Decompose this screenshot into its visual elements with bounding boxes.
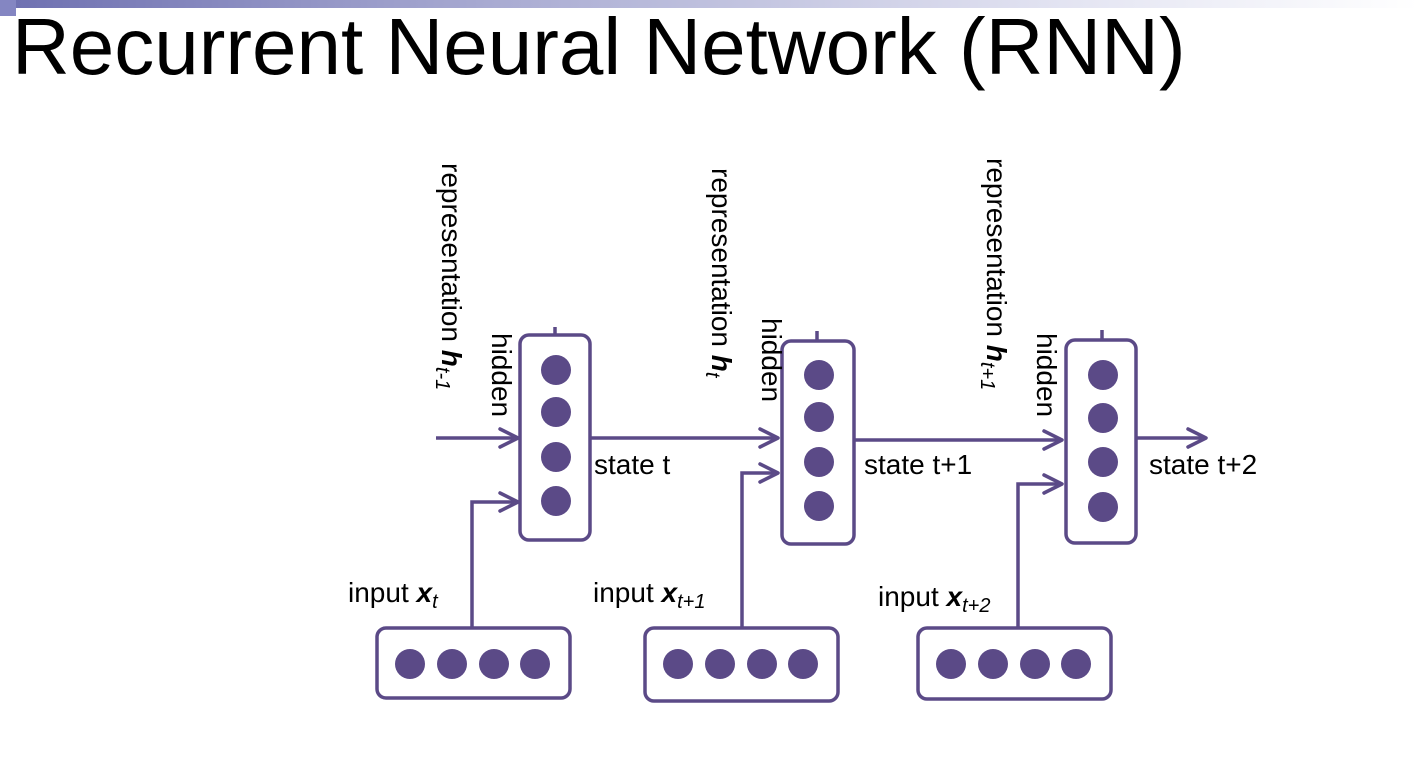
- input-subscript: t+1: [677, 591, 705, 613]
- input-connector-1: [470, 500, 514, 628]
- hidden-neuron: [1088, 403, 1118, 433]
- input-neuron: [788, 649, 818, 679]
- hidden-representation-label-2: hidden representation ht: [701, 168, 787, 410]
- representation-word: representation: [706, 168, 737, 355]
- input-symbol: x: [660, 577, 679, 608]
- hidden-layer-box-2: [780, 339, 856, 546]
- slide-title: Recurrent Neural Network (RNN): [12, 2, 1186, 91]
- input-neuron: [1061, 649, 1091, 679]
- input-neuron: [1020, 649, 1050, 679]
- representation-word: representation: [436, 163, 467, 350]
- input-subscript: t+2: [962, 595, 990, 617]
- hidden-word: hidden: [756, 318, 787, 402]
- input-neuron: [395, 649, 425, 679]
- input-subscript: t: [432, 591, 439, 613]
- hidden-representation-label-1: hidden representation ht-1: [431, 163, 517, 425]
- input-connector-3: [1016, 482, 1058, 628]
- input-neuron: [747, 649, 777, 679]
- input-neuron: [705, 649, 735, 679]
- input-label-2: input xt+1: [593, 577, 705, 613]
- hidden-word: hidden: [1031, 333, 1062, 417]
- recurrent-arrowhead-2-3: [1042, 429, 1064, 451]
- hidden-neuron: [541, 397, 571, 427]
- hidden-subscript: t: [701, 372, 723, 379]
- hidden-symbol: h: [436, 350, 467, 367]
- state-label-3: state t+2: [1149, 449, 1257, 480]
- input-connector-2: [740, 471, 774, 628]
- hidden-word: hidden: [486, 333, 517, 417]
- input-connector-arrowhead-1: [498, 491, 520, 513]
- title-accent-bar: [0, 0, 1418, 8]
- input-neuron: [437, 649, 467, 679]
- hidden-symbol: h: [981, 345, 1012, 362]
- timestep-2: hidden representation ht state t+1 input…: [593, 168, 972, 703]
- input-layer-box-3: [916, 626, 1113, 701]
- hidden-neuron: [541, 355, 571, 385]
- input-label-3: input xt+2: [878, 581, 990, 617]
- hidden-neuron: [804, 491, 834, 521]
- input-neuron: [936, 649, 966, 679]
- input-neuron: [663, 649, 693, 679]
- hidden-symbol: h: [706, 355, 737, 372]
- recurrent-arrowhead-1-2: [758, 427, 780, 449]
- title-accent-square: [0, 0, 16, 16]
- hidden-subscript: t-1: [431, 367, 453, 390]
- input-connector-arrowhead-2: [758, 462, 780, 484]
- input-neuron: [978, 649, 1008, 679]
- input-layer-box-1: [375, 626, 572, 700]
- hidden-neuron: [804, 360, 834, 390]
- hidden-representation-label-3: hidden representation ht+1: [976, 158, 1062, 425]
- output-arrowhead: [1186, 427, 1208, 449]
- input-label-1: input xt: [348, 577, 439, 613]
- hidden-input-arrowhead-1: [498, 427, 520, 449]
- representation-word: representation: [981, 158, 1012, 345]
- input-word: input: [593, 577, 662, 608]
- hidden-subscript: t+1: [976, 362, 998, 390]
- hidden-neuron: [541, 442, 571, 472]
- hidden-neuron: [804, 402, 834, 432]
- hidden-neuron: [1088, 492, 1118, 522]
- state-label-2: state t+1: [864, 449, 972, 480]
- input-connector-arrowhead-3: [1042, 473, 1064, 495]
- timestep-1: hidden representation ht-1 state t input…: [348, 163, 670, 700]
- state-label-1: state t: [594, 449, 670, 480]
- hidden-layer-box-3: [1064, 338, 1138, 545]
- input-neuron: [479, 649, 509, 679]
- hidden-neuron: [1088, 360, 1118, 390]
- input-layer-box-2: [643, 626, 840, 703]
- hidden-neuron: [1088, 447, 1118, 477]
- hidden-neuron: [541, 486, 571, 516]
- hidden-neuron: [804, 447, 834, 477]
- timestep-3: hidden representation ht+1 state t+2 inp…: [878, 158, 1257, 701]
- input-neuron: [520, 649, 550, 679]
- input-word: input: [348, 577, 417, 608]
- input-word: input: [878, 581, 947, 612]
- input-symbol: x: [945, 581, 964, 612]
- input-symbol: x: [415, 577, 434, 608]
